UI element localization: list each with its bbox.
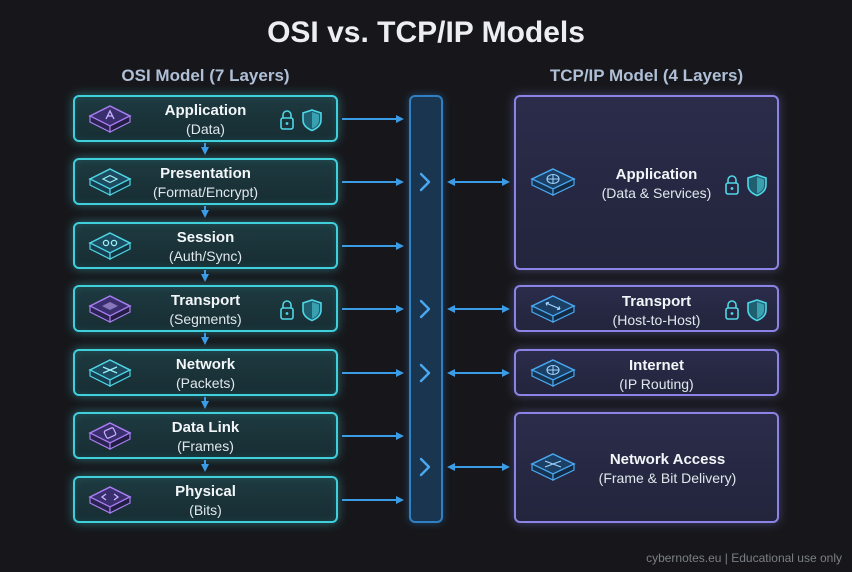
lock-icon (280, 300, 294, 320)
osi-layer-name: Transport (170, 292, 241, 309)
network-access-icon (530, 453, 576, 481)
lock-icon (725, 300, 739, 320)
tcpip-layer-description: (IP Routing) (619, 376, 694, 392)
shield-icon (302, 299, 322, 322)
globe-icon (530, 168, 576, 196)
tcpip-layer-application: Application (Data & Services) (514, 95, 779, 270)
osi-layer-network: Network (Packets) (73, 349, 338, 396)
footer-credit: cybernotes.eu | Educational use only (646, 551, 842, 565)
tcpip-layer-network-access: Network Access (Frame & Bit Delivery) (514, 412, 779, 523)
security-icons (280, 299, 322, 322)
osi-layer-description: (Packets) (175, 375, 236, 391)
osi-layer-physical: Physical (Bits) (73, 476, 338, 523)
osi-layer-name: Physical (175, 483, 236, 500)
osi-layer-description: (Bits) (189, 502, 222, 518)
tcpip-layer-description: (Host-to-Host) (612, 312, 701, 328)
osi-to-bus-arrows (342, 115, 404, 504)
shield-icon (302, 109, 322, 132)
transport-layer-icon (88, 295, 132, 323)
osi-layer-transport: Transport (Segments) (73, 285, 338, 332)
lock-icon (280, 110, 294, 130)
tcpip-column-heading: TCP/IP Model (4 Layers) (549, 66, 744, 85)
shield-icon (747, 299, 767, 322)
tcpip-layer-transport: Transport (Host-to-Host) (514, 285, 779, 332)
osi-layer-data-link: Data Link (Frames) (73, 412, 338, 459)
security-icons (725, 299, 767, 322)
data-link-layer-icon (88, 422, 132, 450)
tcpip-layer-name: Transport (621, 293, 692, 310)
presentation-layer-icon (88, 168, 132, 196)
osi-layer-description: (Auth/Sync) (168, 248, 243, 264)
tcpip-layer-name: Application (615, 166, 698, 183)
osi-layer-description: (Segments) (169, 311, 242, 327)
physical-layer-icon (88, 486, 132, 514)
osi-layer-name: Data Link (171, 419, 240, 436)
shield-icon (747, 174, 767, 197)
tcpip-layer-name: Network Access (609, 451, 726, 468)
osi-layer-name: Presentation (160, 165, 251, 182)
mapping-bus (409, 95, 443, 523)
diagram-title: OSI vs. TCP/IP Models (267, 16, 585, 49)
network-layer-icon (88, 359, 132, 387)
globe-icon (530, 359, 576, 387)
osi-layer-application: Application (Data) (73, 95, 338, 142)
osi-layer-presentation: Presentation (Format/Encrypt) (73, 158, 338, 205)
osi-layer-name: Network (175, 356, 236, 373)
tcpip-layer-name: Internet (628, 357, 684, 374)
transport-arrows-icon (530, 295, 576, 323)
security-icons (280, 109, 322, 132)
osi-layer-description: (Data) (186, 121, 225, 137)
osi-layer-session: Session (Auth/Sync) (73, 222, 338, 269)
tcpip-layer-description: (Data & Services) (601, 185, 712, 201)
security-icons (725, 174, 767, 197)
osi-column-heading: OSI Model (7 Layers) (121, 66, 290, 85)
lock-icon (725, 175, 739, 195)
session-layer-icon (88, 232, 132, 260)
osi-layer-name: Application (164, 102, 247, 119)
tcpip-layer-description: (Frame & Bit Delivery) (598, 470, 737, 486)
osi-layer-description: (Format/Encrypt) (152, 184, 258, 200)
tcpip-layer-internet: Internet (IP Routing) (514, 349, 779, 396)
osi-layer-name: Session (176, 229, 235, 246)
osi-layer-description: (Frames) (177, 438, 234, 454)
bus-to-tcpip-arrows (447, 178, 510, 471)
application-layer-icon (88, 105, 132, 133)
